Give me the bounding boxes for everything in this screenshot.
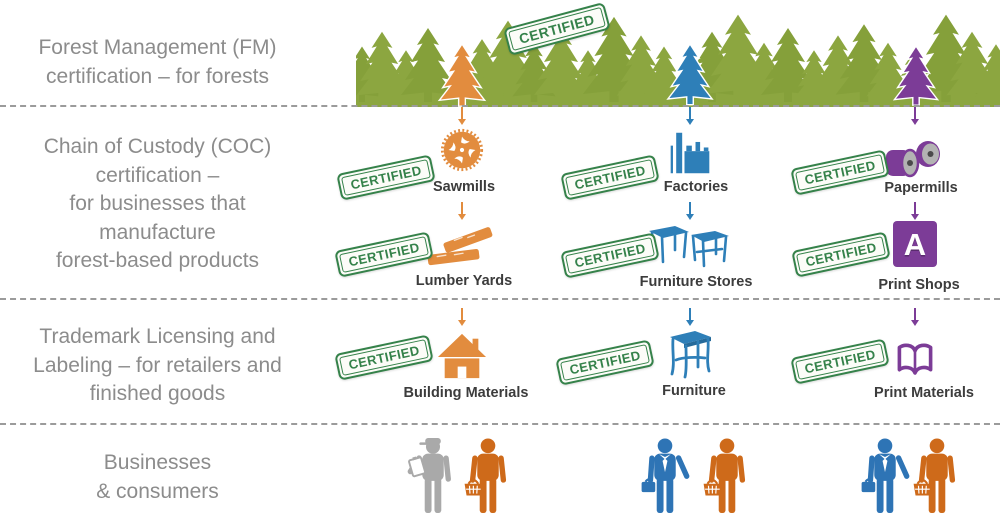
row-label-trademark-licensing: Trademark Licensing and Labeling – for r… [33,325,282,406]
furniture-tables-icon [647,222,733,268]
businessman-person-icon [639,437,691,515]
house-icon [437,331,487,381]
print-shop-letter-icon: A [893,221,937,267]
certified-stamp-label: CERTIFIED [338,236,430,273]
stage-label-building-materials: Building Materials [403,385,529,401]
certified-stamp: CERTIFIED [560,232,660,279]
certified-stamp-label: CERTIFIED [338,339,430,376]
furniture-table-icon [667,327,713,379]
stage-label-papermills: Papermills [884,180,958,196]
stage-label-print-shops: Print Shops [878,277,960,293]
flow-arrow-papermills-to-printshops [911,202,919,220]
certified-stamp-label: CERTIFIED [564,237,656,274]
stage-label-sawmills: Sawmills [432,179,496,195]
evergreen-tree [401,28,455,102]
businessman-person-icon [859,437,911,515]
certified-stamp: CERTIFIED [334,334,434,381]
paper-rolls-icon [885,134,947,178]
certified-stamp: CERTIFIED [790,338,890,385]
certified-tree-blue [666,42,714,106]
row-divider [0,298,1000,300]
certified-stamp-label: CERTIFIED [340,159,432,196]
stage-label-furniture-stores: Furniture Stores [639,274,753,290]
row-label-chain-of-custody: Chain of Custody (COC) certification – f… [43,135,272,273]
certified-stamp: CERTIFIED [791,231,891,278]
inspector-person-icon [407,437,459,515]
certified-stamp: CERTIFIED [555,339,655,386]
consumer-person-icon [462,437,514,515]
stage-label-factories: Factories [663,179,729,195]
forest-illustration [356,14,1000,107]
flow-arrow-stores-to-furniture [686,308,694,326]
certified-stamp-label: CERTIFIED [794,343,886,380]
flow-arrow-sawmills-to-lumber [458,202,466,220]
certified-stamp-label: CERTIFIED [795,236,887,273]
evergreen-tree [974,44,1000,102]
stage-label-furniture: Furniture [662,383,726,399]
stage-label-print-materials: Print Materials [874,385,974,401]
stage-label-lumber-yards: Lumber Yards [415,273,513,289]
certified-stamp: CERTIFIED [560,154,660,201]
saw-blade-icon [439,127,485,173]
row-divider [0,105,1000,107]
certified-stamp-label: CERTIFIED [559,344,651,381]
row-label-forest-management: Forest Management (FM) certification – f… [38,36,277,88]
consumer-person-icon [701,437,753,515]
open-book-icon [892,339,938,379]
certified-stamp-label: CERTIFIED [564,159,656,196]
factory-icon [667,130,713,176]
certified-stamp: CERTIFIED [336,154,436,201]
evergreen-tree [643,46,685,102]
print-shop-letter: A [903,226,927,262]
flow-arrow-forest-to-papermills [911,107,919,125]
certified-stamp: CERTIFIED [790,149,890,196]
certified-stamp: CERTIFIED [334,231,434,278]
flow-arrow-forest-to-factories [686,107,694,125]
consumer-person-icon [911,437,963,515]
row-label-businesses-consumers: Businesses & consumers [96,451,219,503]
flow-arrow-printshops-to-materials [911,308,919,326]
lumber-planks-icon [425,227,501,269]
flow-arrow-forest-to-sawmills [458,107,466,125]
certified-stamp-label: CERTIFIED [794,154,886,191]
row-divider [0,423,1000,425]
flow-arrow-factories-to-stores [686,202,694,220]
flow-arrow-lumber-to-building [458,308,466,326]
